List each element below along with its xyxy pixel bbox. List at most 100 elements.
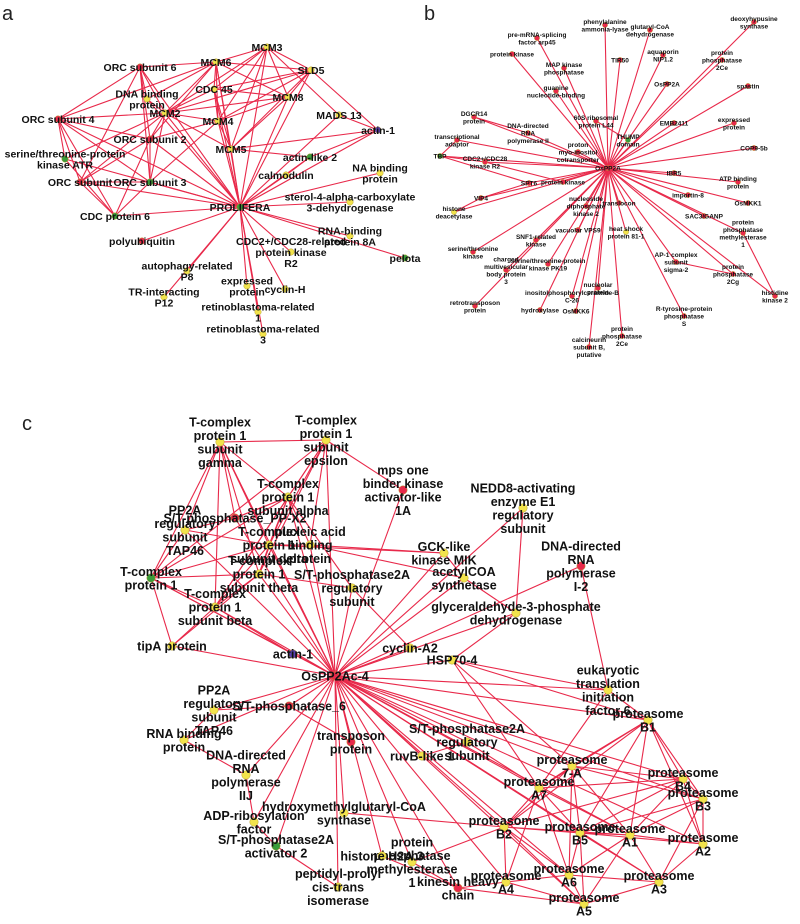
network-edge [150, 577, 294, 655]
network-edge [604, 24, 609, 169]
network-edge [57, 118, 151, 140]
node-label-line: eukaryotic [577, 663, 640, 677]
node-label: OsPP2A [595, 166, 621, 173]
node-label-line: I-2 [574, 580, 589, 594]
node-label-line: subunit B, [573, 345, 605, 352]
node-label-line: S/T-phosphatase2A [294, 568, 410, 582]
node-label-line: A6 [561, 875, 577, 889]
node-label: S/T-phosphatase_6 [232, 700, 346, 714]
network-edge [595, 120, 629, 141]
node-label-line: acetylCOA [432, 565, 495, 579]
node-label-line: 1 [409, 876, 416, 890]
node-label-line: SNF1-related [516, 234, 556, 241]
node-label-line: regulatory [436, 736, 497, 750]
network-edge [334, 675, 631, 836]
network-edge [607, 167, 677, 263]
network-edge [607, 167, 675, 174]
network-edge [164, 96, 289, 114]
node-marker [346, 737, 356, 747]
network-edge [580, 565, 609, 691]
network-edge [79, 138, 151, 183]
node-label-line: PROLIFERA [210, 202, 271, 214]
node-label: SAC3/GANP [685, 214, 724, 221]
network-edge [480, 167, 609, 199]
node-label-line: regulatory [154, 517, 215, 531]
node-label-line: subunit alpha [247, 504, 329, 518]
network-edge [682, 778, 704, 845]
node-marker [731, 120, 737, 126]
node-label-line: serine/threonine-protein [5, 148, 126, 160]
node-label-line: cis-trans [312, 881, 364, 895]
node-label-line: subunit [197, 442, 243, 456]
panel-c-label: c [22, 413, 32, 435]
node-label-line: AP-1 complex [655, 252, 698, 259]
network-edge [219, 439, 327, 443]
network-edge [213, 69, 312, 90]
node-label-line: protein L44 [578, 122, 613, 129]
node-label-line: histidine [762, 290, 789, 297]
network-edge [334, 577, 465, 677]
node-marker [249, 817, 259, 827]
node-marker [376, 169, 384, 177]
node-label-line: nucleolar [584, 282, 613, 289]
node-marker [405, 643, 415, 653]
network-edge [310, 69, 379, 131]
node-marker [306, 153, 314, 161]
network-edge [607, 167, 689, 196]
node-label-line: S [682, 321, 687, 328]
network-edge [288, 705, 352, 743]
network-edge [607, 21, 755, 169]
network-edge [607, 29, 651, 169]
network-edge [579, 832, 660, 883]
node-label-line: ORC subunit 2 [114, 134, 187, 146]
node-label-line: TAP46 [195, 724, 233, 738]
node-label-line: heat shock [609, 226, 643, 233]
node-label-line: protein 1 [300, 427, 353, 441]
node-marker [335, 111, 343, 119]
node-label-line: B2 [496, 827, 512, 841]
node-label: calmodulin [258, 170, 313, 182]
node-label-line: ORC subunit 4 [22, 114, 95, 126]
node-marker [398, 485, 408, 495]
node-marker [602, 22, 608, 28]
node-label-line: HSP70-4 [427, 654, 478, 668]
network-edge [538, 787, 581, 834]
node-label-line: DNA-directed [206, 748, 286, 762]
network-node: OsMKK6 [562, 308, 590, 316]
network-node: S/T-phosphatase_6 [232, 700, 346, 714]
node-label: OsPP2Ac-4 [301, 670, 368, 684]
network-edge [334, 507, 524, 677]
node-label: cyclin-H [265, 284, 306, 296]
network-edge [287, 496, 353, 589]
node-label-line: proteasome [648, 766, 719, 780]
network-edge [675, 261, 734, 275]
node-marker [282, 171, 290, 179]
node-marker [499, 822, 509, 832]
node-label-line: 3 [260, 334, 266, 346]
node-label-line: phosphatase [544, 69, 584, 76]
node-label-line: deoxyhypusine [730, 16, 778, 23]
node-label-line: proteasome [549, 891, 620, 905]
network-node: ORC subunit 2 [114, 134, 187, 146]
node-marker [681, 313, 687, 319]
network-edge [647, 719, 704, 800]
